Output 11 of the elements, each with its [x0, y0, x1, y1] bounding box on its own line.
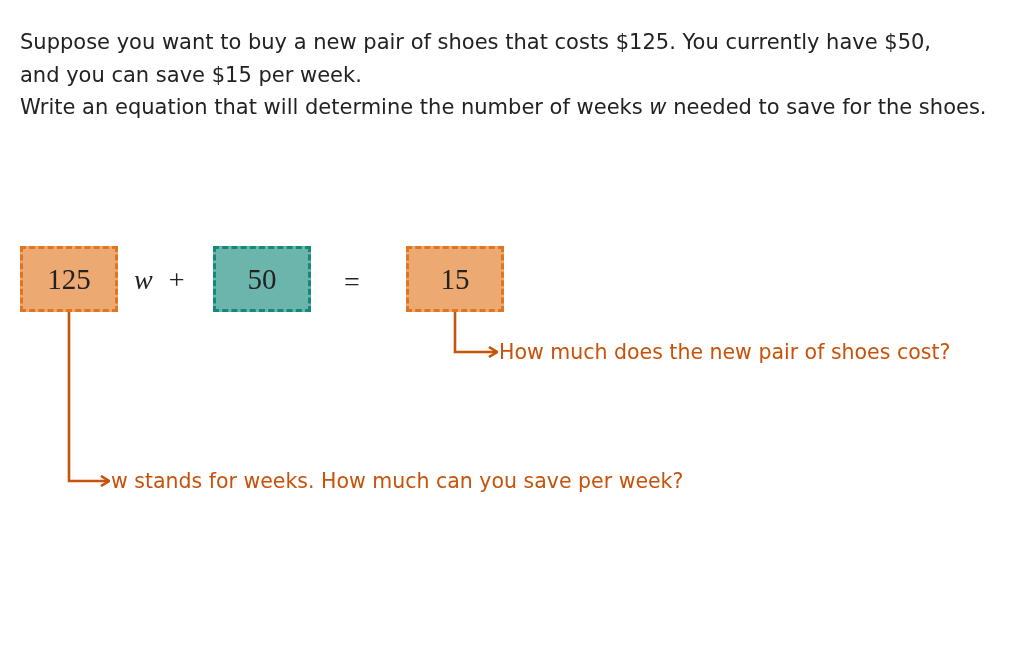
leader-arrow — [67, 312, 111, 488]
leader-arrow — [453, 312, 499, 359]
problem-text: Suppose you want to buy a new pair of shoes that costs $125. You currently have $50, and you can save $15 per week. — [20, 29, 933, 89]
instruction-text: Write an equation that will determine the number of weeks w needed to save for the shoes. — [20, 94, 987, 121]
number-box: 50 — [213, 246, 311, 312]
question-text: How much does the new pair of shoes cost? — [499, 339, 951, 365]
number-box: 15 — [406, 246, 504, 312]
math-expression: w + — [134, 263, 185, 297]
question-text: w stands for weeks. How much can you save per week? — [111, 468, 684, 494]
equals-sign: = — [344, 265, 360, 299]
number-box: 125 — [20, 246, 118, 312]
